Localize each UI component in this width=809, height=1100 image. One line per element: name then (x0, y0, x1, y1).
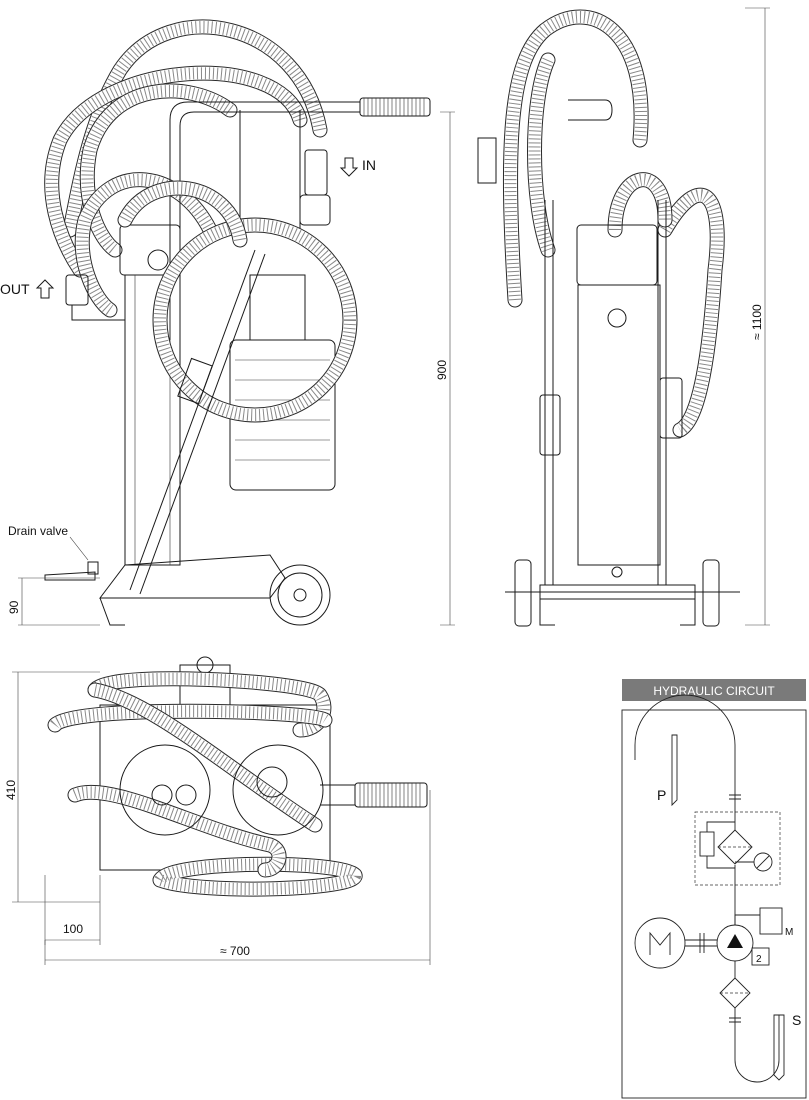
side-wheel-left (514, 559, 532, 627)
front-out-fitting (65, 274, 125, 321)
electric-motor-symbol-icon (634, 917, 717, 969)
hydraulic-circuit-title-bar (622, 679, 806, 701)
drain-valve (44, 561, 99, 581)
out-arrow-icon (35, 279, 55, 299)
side-handle (477, 99, 613, 184)
hydraulic-circuit-title: HYDRAULIC CIRCUIT (653, 684, 775, 698)
front-base-frame (98, 554, 331, 626)
side-gauge (477, 137, 497, 184)
suction-filter-symbol-icon (719, 977, 751, 1009)
out-label: OUT (0, 281, 30, 297)
svg-text:≈ 700: ≈ 700 (220, 944, 250, 958)
side-view (477, 9, 740, 627)
svg-text:410: 410 (4, 780, 18, 800)
dimension-700: ≈ 700 (44, 790, 431, 965)
drain-valve-label: Drain valve (8, 524, 68, 538)
front-motor (229, 110, 336, 491)
top-handle (320, 782, 428, 808)
side-hose-coils (502, 9, 725, 438)
hydraulic-circuit: HYDRAULIC CIRCUIT P (621, 679, 807, 1099)
top-view-dimensions: 410 100 ≈ 700 (4, 671, 431, 965)
front-large-hose-loop (117, 180, 358, 423)
pump-box (751, 947, 770, 966)
filter-symbol-icon (694, 810, 781, 886)
dimension-1100: ≈ 1100 (745, 7, 770, 626)
front-suction-lance (129, 249, 266, 595)
top-filter-head (119, 744, 211, 836)
front-filter-body (119, 224, 181, 566)
front-annotations: IN OUT Drain valve 90 900 (0, 111, 455, 626)
svg-text:900: 900 (435, 360, 449, 380)
svg-text:100: 100 (63, 922, 83, 936)
top-motor-head (232, 744, 324, 836)
pump-relief-valve: M (734, 907, 793, 938)
top-view (47, 656, 428, 897)
hydraulic-pump-symbol-icon (716, 924, 754, 962)
dimension-100: 100 (44, 875, 101, 945)
in-label: IN (362, 157, 376, 173)
dimension-410: 410 (4, 671, 100, 903)
front-wheel (269, 564, 331, 626)
hydraulic-circuit-frame (621, 709, 807, 1099)
s-label: S (792, 1012, 801, 1028)
front-in-fitting (299, 149, 331, 226)
side-wheel-right (702, 559, 720, 627)
svg-text:90: 90 (7, 600, 21, 614)
front-handle-grip-texture (363, 98, 425, 116)
pressure-gauge-symbol-icon (735, 852, 773, 872)
dimension-900: 900 (435, 111, 455, 626)
m-label: M (785, 927, 793, 938)
front-view (44, 19, 431, 626)
p-label: P (657, 787, 666, 803)
dimension-90: 90 (7, 577, 100, 626)
top-hose-coils (47, 671, 363, 897)
front-handle (169, 97, 431, 340)
svg-text:≈ 1100: ≈ 1100 (750, 304, 764, 340)
in-arrow-icon (339, 157, 359, 177)
front-hose-coils (44, 19, 328, 318)
side-frame (505, 200, 740, 627)
relief-valve-symbol-icon (699, 821, 735, 869)
svg-text:2: 2 (756, 954, 762, 965)
side-filter-body (539, 224, 683, 566)
